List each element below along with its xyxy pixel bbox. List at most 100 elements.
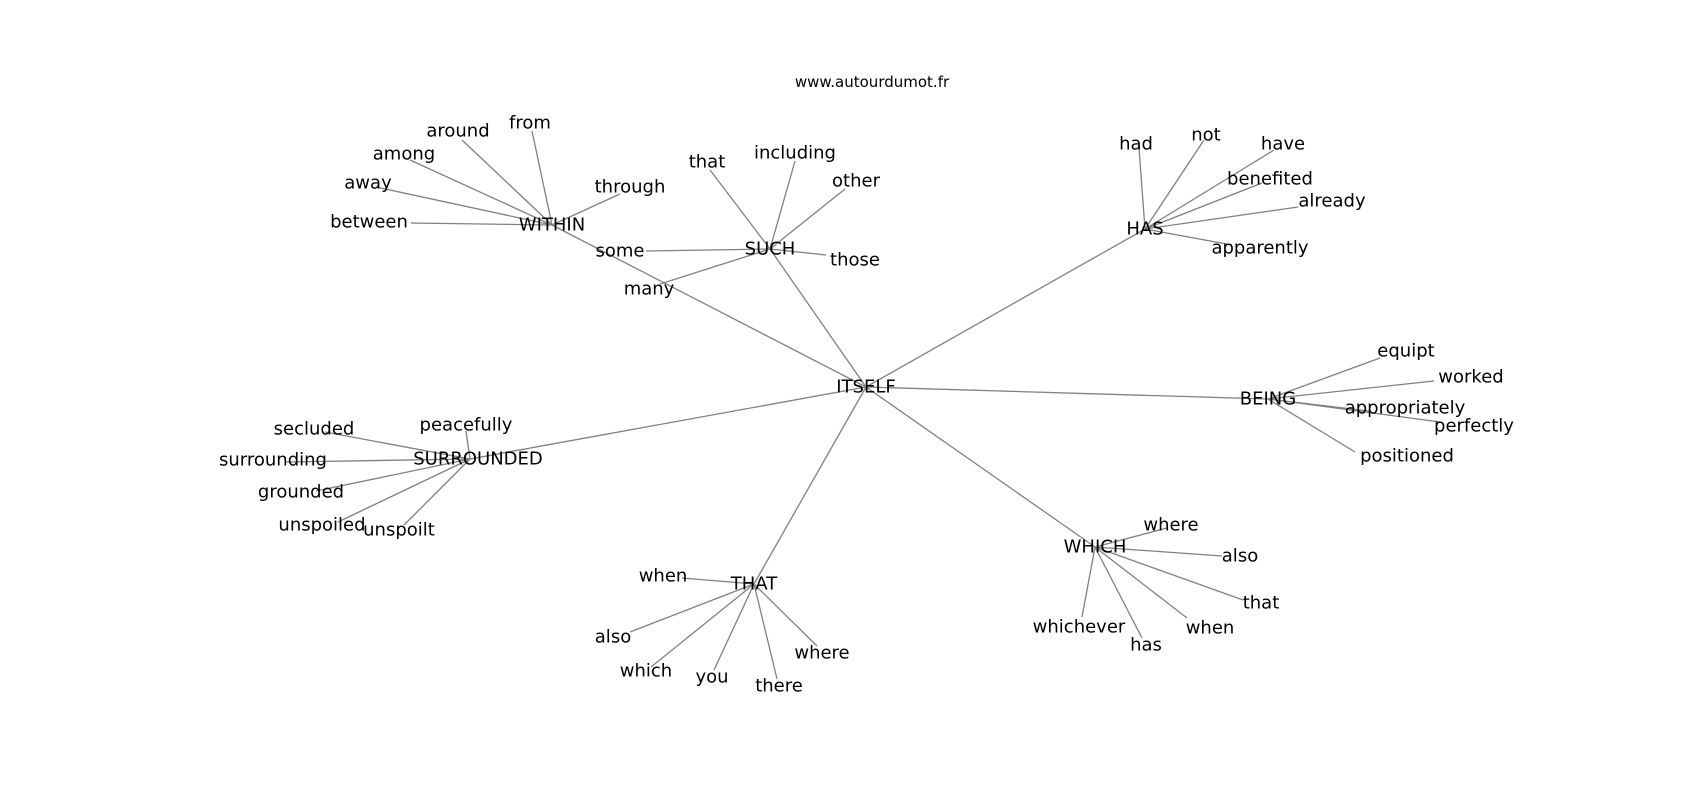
edge-which-when (1094, 546, 1188, 619)
leaf-word-such-some[interactable]: some (596, 241, 645, 262)
edge-within-through (551, 193, 621, 226)
edge-being-perfectly (1267, 398, 1441, 423)
leaf-word-such-many[interactable]: many (624, 279, 675, 300)
leaf-word-being-positioned[interactable]: positioned (1360, 446, 1454, 467)
leaf-word-surrounded-unspoiled[interactable]: unspoiled (278, 515, 365, 536)
hub-word-surrounded[interactable]: SURROUNDED (413, 449, 543, 470)
leaf-word-within-away[interactable]: away (344, 173, 392, 194)
leaf-word-surrounded-peacefully[interactable]: peacefully (420, 415, 513, 436)
leaf-word-which-where[interactable]: where (1143, 515, 1198, 536)
edge-such-that (709, 169, 771, 250)
edge-surrounded-surrounding (285, 458, 471, 463)
leaf-word-that-there[interactable]: there (755, 676, 803, 697)
leaf-word-surrounded-secluded[interactable]: secluded (274, 419, 355, 440)
edge-being-worked (1267, 380, 1435, 400)
hub-word-within[interactable]: WITHIN (519, 215, 585, 236)
leaf-word-such-including[interactable]: including (754, 143, 836, 164)
leaf-word-surrounded-grounded[interactable]: grounded (258, 482, 344, 503)
edge-which-that (1094, 546, 1244, 601)
leaf-word-within-among[interactable]: among (373, 144, 435, 165)
edge-within-around (461, 139, 553, 226)
hub-word-being[interactable]: BEING (1240, 389, 1296, 410)
leaf-word-has-not[interactable]: not (1191, 125, 1220, 146)
leaf-word-being-equipt[interactable]: equipt (1377, 341, 1434, 362)
edge-being-equipt (1267, 357, 1381, 400)
edge-root-surrounded (469, 386, 867, 460)
edge-has-have (1144, 149, 1275, 230)
leaf-word-being-perfectly[interactable]: perfectly (1434, 416, 1514, 437)
edge-such-other (769, 188, 846, 250)
leaf-word-that-which[interactable]: which (620, 661, 672, 682)
edge-has-apparently (1144, 228, 1233, 246)
edge-root-within (551, 224, 867, 388)
leaf-word-has-already[interactable]: already (1298, 191, 1366, 212)
edge-has-benefited (1144, 182, 1263, 230)
leaf-word-has-have[interactable]: have (1261, 134, 1305, 155)
edge-has-not (1144, 139, 1205, 230)
leaf-word-has-apparently[interactable]: apparently (1211, 238, 1308, 259)
edge-within-among (409, 159, 553, 226)
leaf-word-has-had[interactable]: had (1119, 134, 1153, 155)
leaf-word-which-when[interactable]: when (1186, 618, 1235, 639)
hub-word-has[interactable]: HAS (1126, 219, 1163, 240)
leaf-word-that-where[interactable]: where (794, 643, 849, 664)
edge-which-where (1094, 527, 1168, 548)
leaf-word-such-that[interactable]: that (689, 152, 726, 173)
edge-within-from (531, 130, 553, 226)
leaf-word-that-you[interactable]: you (695, 667, 728, 688)
leaf-word-surrounded-surrounding[interactable]: surrounding (219, 450, 327, 471)
edge-surrounded-grounded (315, 458, 471, 492)
edge-such-some (645, 248, 771, 252)
edge-root-has (865, 228, 1146, 388)
leaf-word-that-also[interactable]: also (595, 627, 631, 648)
edge-that-when (681, 577, 755, 585)
edge-within-between (410, 222, 553, 226)
hub-word-that[interactable]: THAT (730, 574, 778, 595)
edge-that-also (629, 583, 755, 633)
edge-such-those (769, 248, 827, 256)
edge-surrounded-unspoilt (403, 458, 471, 526)
leaf-word-which-that[interactable]: that (1243, 593, 1280, 614)
leaf-word-within-from[interactable]: from (509, 113, 551, 134)
edge-root-being (865, 386, 1269, 400)
edge-being-positioned (1267, 398, 1356, 453)
edge-which-also (1094, 546, 1223, 557)
edge-such-many (659, 248, 771, 285)
leaf-word-which-whichever[interactable]: whichever (1033, 617, 1126, 638)
edge-that-where (753, 583, 818, 647)
edge-which-whichever (1081, 546, 1096, 618)
edge-such-including (769, 160, 796, 250)
leaf-word-within-around[interactable]: around (426, 121, 489, 142)
site-label[interactable]: www.autourdumot.fr (795, 73, 950, 91)
edge-that-there (753, 583, 778, 680)
leaf-word-such-other[interactable]: other (832, 171, 881, 192)
edge-root-which (865, 386, 1096, 548)
edge-that-which (650, 583, 755, 668)
leaf-word-has-benefited[interactable]: benefited (1227, 169, 1313, 190)
edge-within-away (375, 186, 553, 226)
edge-root-that (753, 386, 867, 585)
leaf-word-surrounded-unspoilt[interactable]: unspoilt (363, 520, 435, 541)
edge-surrounded-secluded (324, 431, 471, 460)
leaf-word-such-those[interactable]: those (830, 250, 880, 271)
leaf-word-which-has[interactable]: has (1130, 635, 1162, 656)
leaf-word-being-worked[interactable]: worked (1438, 367, 1503, 388)
edge-layer (285, 130, 1441, 680)
edge-which-has (1094, 546, 1143, 639)
root-word[interactable]: ITSELF (836, 377, 895, 398)
leaf-word-within-through[interactable]: through (595, 177, 666, 198)
leaf-word-within-between[interactable]: between (330, 212, 408, 233)
hub-word-such[interactable]: SUCH (745, 239, 796, 260)
edge-has-had (1138, 147, 1146, 230)
leaf-word-that-when[interactable]: when (639, 566, 688, 587)
edge-surrounded-peacefully (465, 430, 471, 460)
edge-surrounded-unspoiled (337, 458, 471, 523)
edge-root-such (769, 248, 867, 388)
leaf-word-which-also[interactable]: also (1222, 546, 1258, 567)
label-layer: www.autourdumot.fr around from among away be… (219, 73, 1514, 697)
edge-that-you (713, 583, 755, 671)
hub-word-which[interactable]: WHICH (1064, 537, 1127, 558)
leaf-word-being-appropriately[interactable]: appropriately (1345, 398, 1466, 419)
edge-has-already (1144, 206, 1299, 230)
